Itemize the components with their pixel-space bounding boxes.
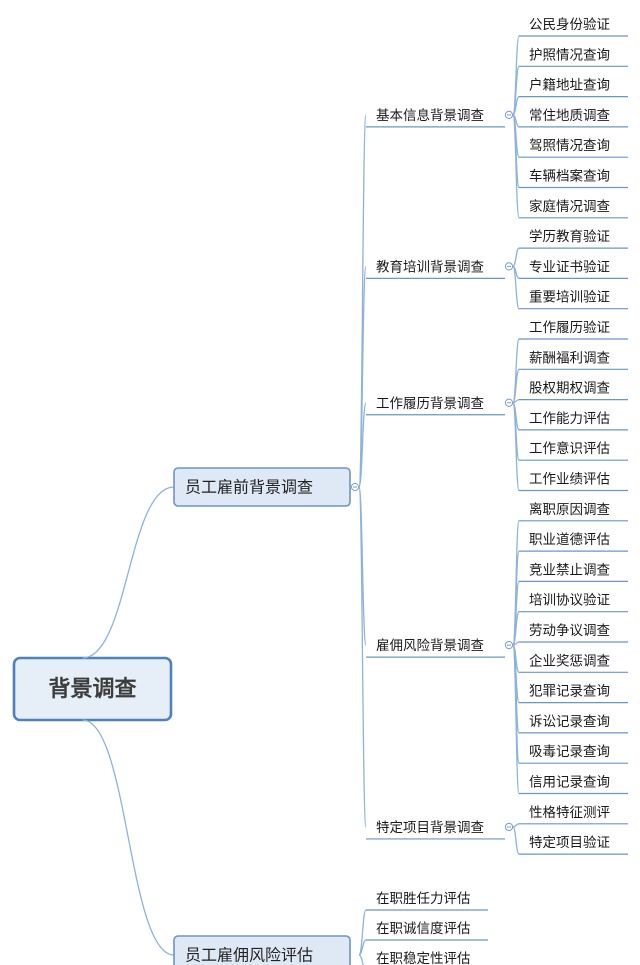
edge-topic-2-leaf-1 [512, 368, 520, 404]
edge-branch-0-topic-4 [358, 486, 367, 828]
edge-topic-3-leaf-3 [512, 611, 520, 646]
root-node[interactable]: 背景调查 [12, 656, 173, 722]
branch-label: 员工雇前背景调查 [185, 478, 313, 497]
edge-branch-0-topic-1 [358, 265, 367, 488]
leaf-label: 公民身份验证 [529, 17, 610, 33]
collapse-toggle-topic-2[interactable] [504, 398, 514, 407]
leaf-label: 护照情况查询 [529, 47, 610, 63]
edge-branch-1-topic-0 [358, 909, 367, 956]
edge-topic-0-leaf-6 [512, 114, 520, 219]
branch-node-pre-employment-check[interactable]: 员工雇前背景调查 [173, 467, 351, 507]
edge-branch-0-topic-2 [358, 402, 367, 488]
collapse-toggle-topic-3[interactable] [504, 641, 514, 650]
collapse-toggle-topic-4[interactable] [504, 822, 514, 832]
leaf-label: 工作意识评估 [529, 440, 610, 457]
leaf-label: 离职原因调查 [529, 501, 610, 518]
leaf-label: 信用记录查询 [529, 775, 610, 791]
leaf-label: 重要培训验证 [529, 290, 610, 306]
leaf-label: 工作能力评估 [529, 411, 610, 427]
topic-label-risk-2: 在职稳定性评估 [376, 951, 471, 965]
leaf-label: 工作业绩评估 [529, 472, 610, 488]
leaf-label: 特定项目验证 [529, 835, 610, 851]
leaf-label: 劳动争议调查 [529, 623, 610, 639]
topic-label-2: 工作履历背景调查 [376, 396, 484, 412]
edge-topic-1-leaf-2 [512, 265, 520, 310]
topic-label-risk-1: 在职诚信度评估 [376, 921, 471, 937]
leaf-label: 学历教育验证 [529, 229, 610, 245]
topic-label-1: 教育培训背景调查 [376, 259, 484, 275]
leaf-label: 企业奖惩调查 [529, 652, 610, 669]
leaf-label: 专业证书验证 [529, 259, 610, 275]
edge-root-branch-1 [82, 719, 175, 956]
leaf-label: 诉讼记录查询 [529, 714, 610, 730]
leaf-label: 培训协议验证 [529, 593, 610, 609]
leaf-label: 工作履历验证 [529, 320, 610, 336]
branch-label: 员工雇佣风险评估 [185, 946, 313, 965]
edge-root-branch-0 [82, 486, 175, 659]
leaf-label: 职业道德评估 [529, 532, 610, 548]
leaf-label: 吸毒记录查询 [529, 744, 610, 760]
edge-topic-4-leaf-1 [512, 826, 520, 855]
leaf-label: 性格特征测评 [529, 805, 610, 821]
edge-topic-3-leaf-9 [512, 644, 520, 795]
collapse-toggle-topic-1[interactable] [504, 262, 514, 271]
edge-branch-1-topic-1 [358, 939, 367, 956]
leaf-label: 薪酬福利调查 [529, 350, 610, 366]
edge-topic-2-leaf-5 [512, 402, 520, 492]
leaf-label: 户籍地址查询 [529, 77, 610, 94]
leaf-label: 车辆档案查询 [529, 168, 610, 185]
root-label: 背景调查 [48, 677, 136, 702]
branch-node-employment-risk-assessment[interactable]: 员工雇佣风险评估 [173, 935, 351, 965]
collapse-toggle-branch-0[interactable] [350, 482, 360, 492]
topic-label-3: 雇佣风险背景调查 [376, 637, 484, 654]
edge-topic-0-leaf-2 [512, 95, 520, 116]
leaf-label: 股权期权调查 [529, 380, 610, 397]
leaf-label: 竞业禁止调查 [529, 561, 610, 578]
topic-label-4: 特定项目背景调查 [376, 820, 484, 836]
leaf-label: 犯罪记录查询 [529, 684, 610, 700]
edge-branch-1-topic-2 [358, 954, 364, 965]
leaf-label: 家庭情况调查 [529, 198, 610, 215]
collapse-toggle-topic-0[interactable] [504, 110, 514, 120]
edge-topic-4-leaf-0 [512, 823, 520, 828]
leaf-label: 常住地质调查 [529, 108, 610, 124]
edge-topic-1-leaf-0 [512, 247, 520, 268]
leaf-label: 驾照情况查询 [529, 138, 610, 154]
topic-label-risk-0: 在职胜任力评估 [376, 891, 471, 907]
topic-label-0: 基本信息背景调查 [376, 107, 484, 124]
